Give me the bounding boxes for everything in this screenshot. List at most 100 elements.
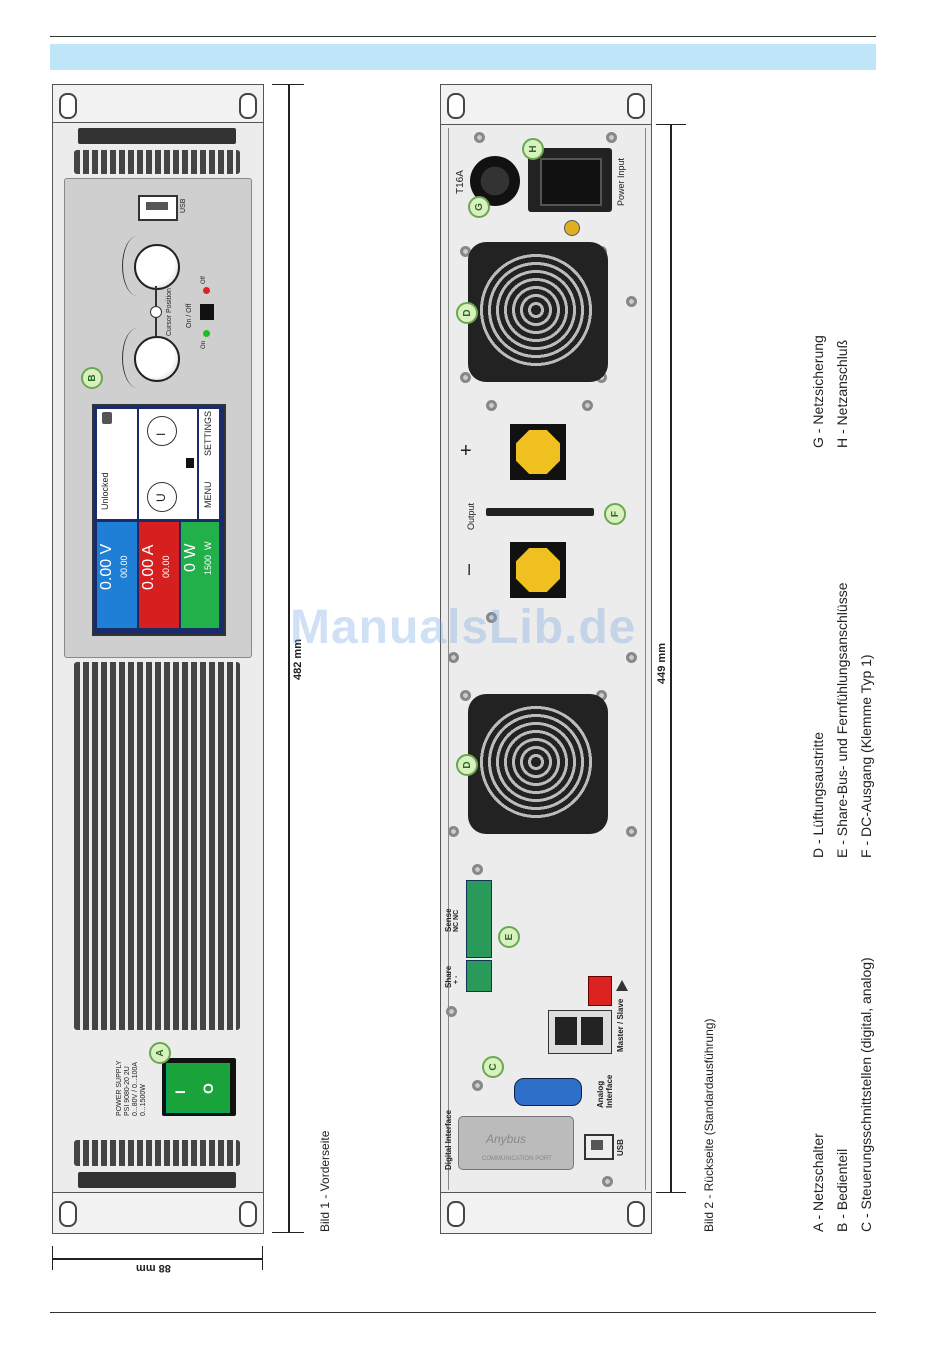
display-menu-button[interactable]: MENU — [203, 481, 213, 509]
device-label-line-3: 0...80V / 0...100A — [132, 1061, 139, 1116]
screw — [596, 690, 607, 701]
power-input-socket[interactable] — [528, 148, 612, 212]
callout-d-top: D — [456, 302, 478, 324]
display-settings-button[interactable]: SETTINGS — [203, 410, 213, 456]
fan-top — [468, 242, 608, 382]
screw — [582, 400, 593, 411]
screw — [626, 826, 637, 837]
callout-g: G — [468, 196, 490, 218]
callout-a: A — [149, 1042, 171, 1064]
bottom-rule — [50, 1312, 876, 1313]
fuse-label: T16A — [455, 170, 466, 194]
screw — [472, 1080, 483, 1091]
screw — [474, 132, 485, 143]
device-label-line-4: 0...1500W — [140, 1084, 147, 1116]
figure2-caption: Bild 2 - Rückseite (Standardausführung) — [702, 1018, 716, 1232]
callout-c: C — [482, 1056, 504, 1078]
analog-interface-port[interactable] — [514, 1078, 582, 1106]
screw — [460, 372, 471, 383]
led-off-label: Off — [201, 276, 207, 284]
digital-interface-label: Digital Interface — [444, 1109, 453, 1170]
display-status-area — [97, 409, 137, 519]
width-dimension-line — [52, 1258, 262, 1260]
usb-label: USB — [180, 198, 187, 213]
front-handle-slot-bottom — [78, 1172, 236, 1188]
front-bottom-ear — [52, 1192, 264, 1234]
legend-item-a: A - Netzschalter — [810, 1133, 826, 1232]
rear-usb-port[interactable] — [584, 1134, 614, 1160]
usb-port[interactable] — [138, 195, 178, 221]
warning-icon — [616, 980, 628, 991]
comm-port-label: COMMUNICATION PORT — [482, 1156, 552, 1162]
width-dimension-label: 88 mm — [136, 1262, 171, 1274]
power-switch[interactable] — [162, 1058, 236, 1116]
share-label: Share — [444, 965, 453, 988]
output-bar — [486, 508, 594, 516]
callout-d-bottom: D — [456, 754, 478, 776]
rear-top-ear — [440, 84, 652, 126]
sense-connector[interactable] — [466, 880, 492, 958]
knob-link-dot — [150, 306, 162, 318]
output-terminal-plus[interactable] — [510, 424, 566, 480]
current-value: 0.00 A — [140, 544, 157, 590]
rotate-arrow-icon — [122, 328, 153, 388]
led-on-label: On — [201, 340, 207, 349]
rotate-arrow-icon — [122, 236, 153, 296]
legend-item-g: G - Netzsicherung — [810, 335, 826, 448]
output-plus-label: + — [460, 440, 472, 462]
dip-switch[interactable] — [588, 976, 612, 1006]
device-label-line-2: PSI 9080-20 2U — [124, 1066, 131, 1116]
device-label-line-1: POWER SUPPLY — [116, 1060, 123, 1117]
display-knob-u-label: U — [154, 493, 168, 502]
display-onoff — [186, 458, 194, 468]
screw — [486, 400, 497, 411]
screw — [460, 246, 471, 257]
legend-item-h: H - Netzanschluß — [834, 339, 850, 448]
screw — [606, 132, 617, 143]
screw — [460, 690, 471, 701]
display-status-text: Unlocked — [100, 472, 110, 510]
legend-item-d: D - Lüftungsaustritte — [810, 731, 826, 858]
output-terminal-minus[interactable] — [510, 542, 566, 598]
rear-dimension-label: 449 mm — [656, 643, 668, 684]
screw — [448, 826, 459, 837]
callout-e: E — [498, 926, 520, 948]
voltage-area — [97, 522, 137, 628]
rear-dimension-line — [670, 124, 672, 1192]
sense-label: Sense — [444, 908, 453, 932]
dimension-tick — [656, 124, 686, 125]
switch-on-mark: I — [172, 1090, 188, 1094]
display-knob-i-label: I — [154, 432, 168, 436]
screw — [602, 1176, 613, 1187]
callout-f: F — [604, 503, 626, 525]
lock-icon — [102, 412, 112, 424]
front-vent-bottom — [74, 1140, 240, 1166]
screw — [448, 652, 459, 663]
header-band — [50, 44, 876, 70]
onoff-label: On / Off — [186, 303, 193, 328]
front-handle-slot-top — [78, 128, 236, 144]
screw — [446, 1006, 457, 1017]
current-set-value: 00.00 — [161, 555, 171, 578]
fan-bottom — [468, 694, 608, 834]
anybus-slot[interactable] — [458, 1116, 574, 1170]
rear-bottom-ear — [440, 1192, 652, 1234]
dimension-tick — [656, 1192, 686, 1193]
height-dimension-line — [288, 84, 290, 1232]
led-on — [203, 330, 210, 337]
anybus-logo: Anybus — [486, 1132, 527, 1146]
legend-item-f: F - DC-Ausgang (Klemme Typ 1) — [858, 654, 874, 858]
dimension-tick — [272, 84, 304, 85]
voltage-set-value: 00.00 — [119, 555, 129, 578]
cursor-position-label: Cursor Position — [166, 288, 173, 336]
front-vent-main — [74, 662, 240, 1030]
master-slave-label: Master / Slave — [616, 998, 625, 1052]
power-set-unit: W — [203, 541, 213, 551]
dimension-tick — [272, 1232, 304, 1233]
share-connector[interactable] — [466, 960, 492, 992]
callout-b: B — [81, 367, 103, 389]
led-off — [203, 287, 210, 294]
master-slave-port[interactable] — [548, 1010, 612, 1054]
share-pins-label: + - — [453, 975, 460, 984]
onoff-button[interactable] — [200, 304, 214, 320]
